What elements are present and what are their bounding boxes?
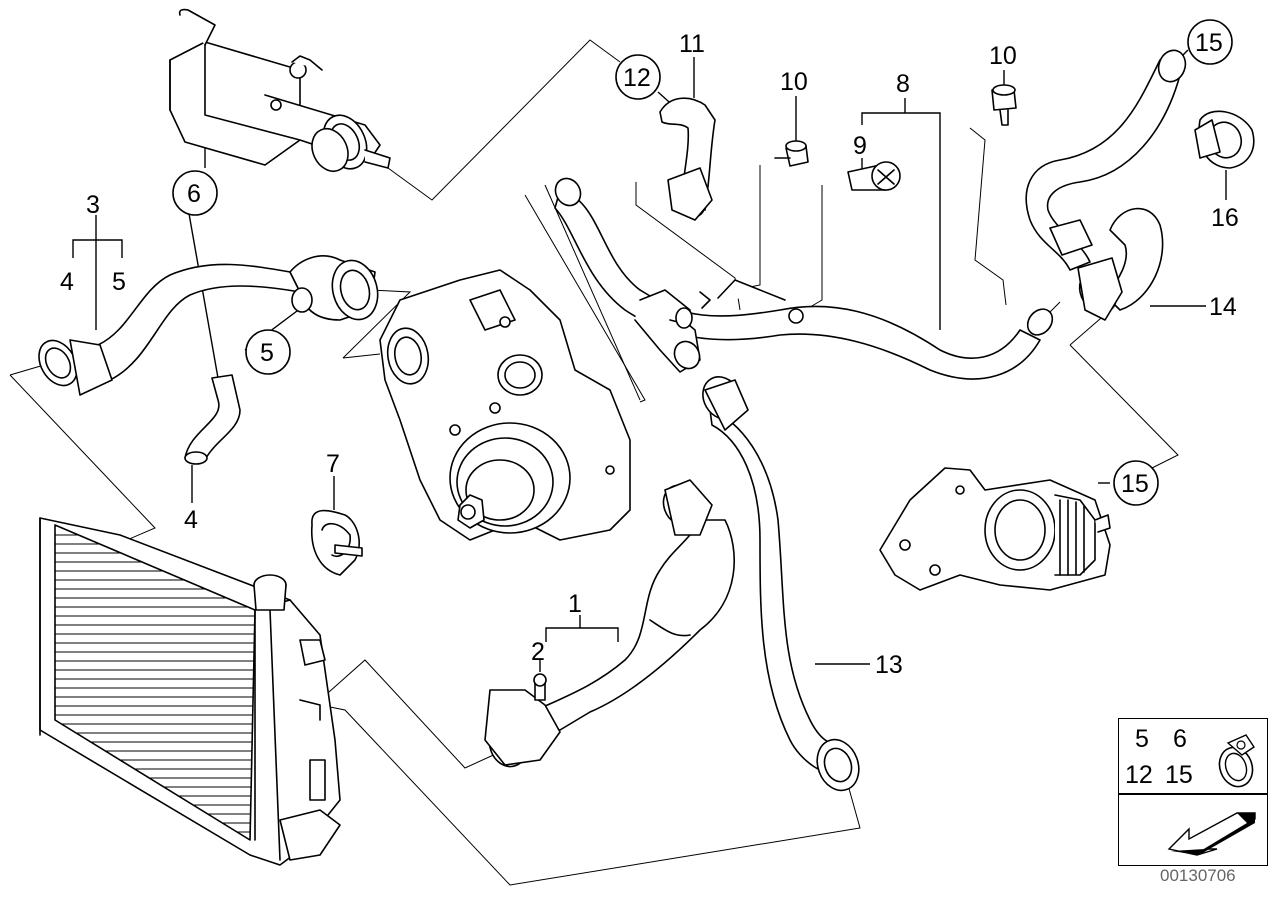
inset-divider: [1119, 793, 1267, 795]
callout-4-upper: 4: [60, 268, 74, 296]
callout-6-circled: 6: [187, 180, 201, 208]
bolt-10-left: [774, 140, 809, 167]
hose-8: [554, 177, 1054, 380]
hose-13: [702, 376, 860, 792]
inset-number-5: 5: [1135, 725, 1149, 753]
callout-2: 2: [531, 638, 545, 666]
arrow-icon: [1167, 812, 1256, 856]
callout-15-right-circled: 15: [1121, 470, 1149, 498]
clamp-16: [1194, 110, 1255, 169]
leader-lines: [9, 39, 1179, 886]
hose-1: [484, 479, 735, 768]
hose-3: [38, 255, 379, 396]
radiator: [39, 517, 341, 866]
top-thermostat-housing: [169, 8, 391, 172]
callout-13: 13: [875, 651, 903, 679]
clamp-7: [310, 509, 363, 576]
hose-6: [184, 374, 241, 465]
parts: [38, 8, 1255, 866]
hose-14: [1025, 49, 1187, 321]
inset-number-15: 15: [1165, 761, 1193, 789]
clamp-icon: [1218, 734, 1255, 788]
callout-14: 14: [1209, 293, 1237, 321]
callout-9: 9: [853, 132, 867, 160]
legend-inset: 5 6 12 15: [1118, 718, 1268, 866]
callout-8: 8: [896, 70, 910, 98]
callout-3: 3: [86, 191, 100, 219]
callout-11: 11: [679, 30, 705, 58]
callout-leaders: [72, 49, 1227, 672]
callout-15-top-circled: 15: [1195, 29, 1223, 57]
callout-1: 1: [568, 590, 582, 618]
callout-labels: 1 2 3 4 4 5 5 6 7 8 9 10 10 11 12 13 14 …: [60, 29, 1239, 679]
callout-10-left: 10: [780, 68, 808, 96]
hose-11: [659, 97, 716, 221]
inset-number-12: 12: [1125, 761, 1153, 789]
inset-number-6: 6: [1173, 725, 1187, 753]
plug-9: [847, 161, 901, 191]
water-pump-center: [379, 269, 631, 541]
water-pump-right: [879, 467, 1111, 591]
callout-16: 16: [1211, 204, 1239, 232]
callout-12-circled: 12: [623, 64, 651, 92]
callout-10-right: 10: [989, 42, 1017, 70]
bolt-10-right: [991, 84, 1017, 126]
callout-5-upper: 5: [112, 268, 126, 296]
callout-circles: [172, 19, 1233, 506]
image-code: 00130706: [1160, 866, 1236, 885]
callout-4-lower: 4: [184, 506, 198, 534]
callout-5-circled: 5: [260, 339, 274, 367]
callout-7: 7: [326, 450, 340, 478]
